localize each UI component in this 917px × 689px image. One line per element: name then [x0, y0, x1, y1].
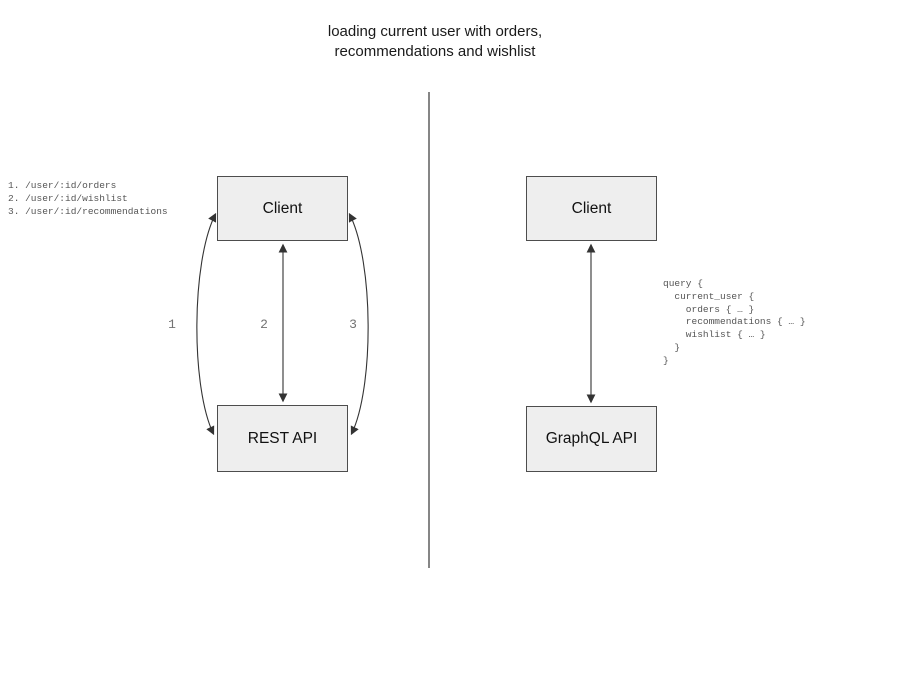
client-box-rest: Client — [217, 176, 348, 241]
rest-api-box: REST API — [217, 405, 348, 472]
arrow-label-1: 1 — [168, 317, 176, 332]
rest-endpoints-list: 1. /user/:id/orders 2. /user/:id/wishlis… — [8, 180, 168, 217]
client-box-graphql-label: Client — [571, 199, 612, 217]
arrow-label-2: 2 — [260, 317, 268, 332]
rest-api-box-label: REST API — [247, 429, 318, 447]
graphql-api-box-label: GraphQL API — [545, 430, 638, 447]
graphql-query-snippet: query { current_user { orders { … } reco… — [663, 278, 806, 366]
rest-arrow-1-curve — [196, 212, 217, 436]
client-box-graphql: Client — [526, 176, 657, 241]
client-box-rest-label: Client — [262, 199, 303, 217]
diagram-title: loading current user with orders, recomm… — [327, 23, 543, 60]
arrow-label-3: 3 — [349, 317, 357, 332]
rest-arrow-3-curve — [348, 212, 369, 436]
graphql-api-box: GraphQL API — [526, 406, 657, 472]
